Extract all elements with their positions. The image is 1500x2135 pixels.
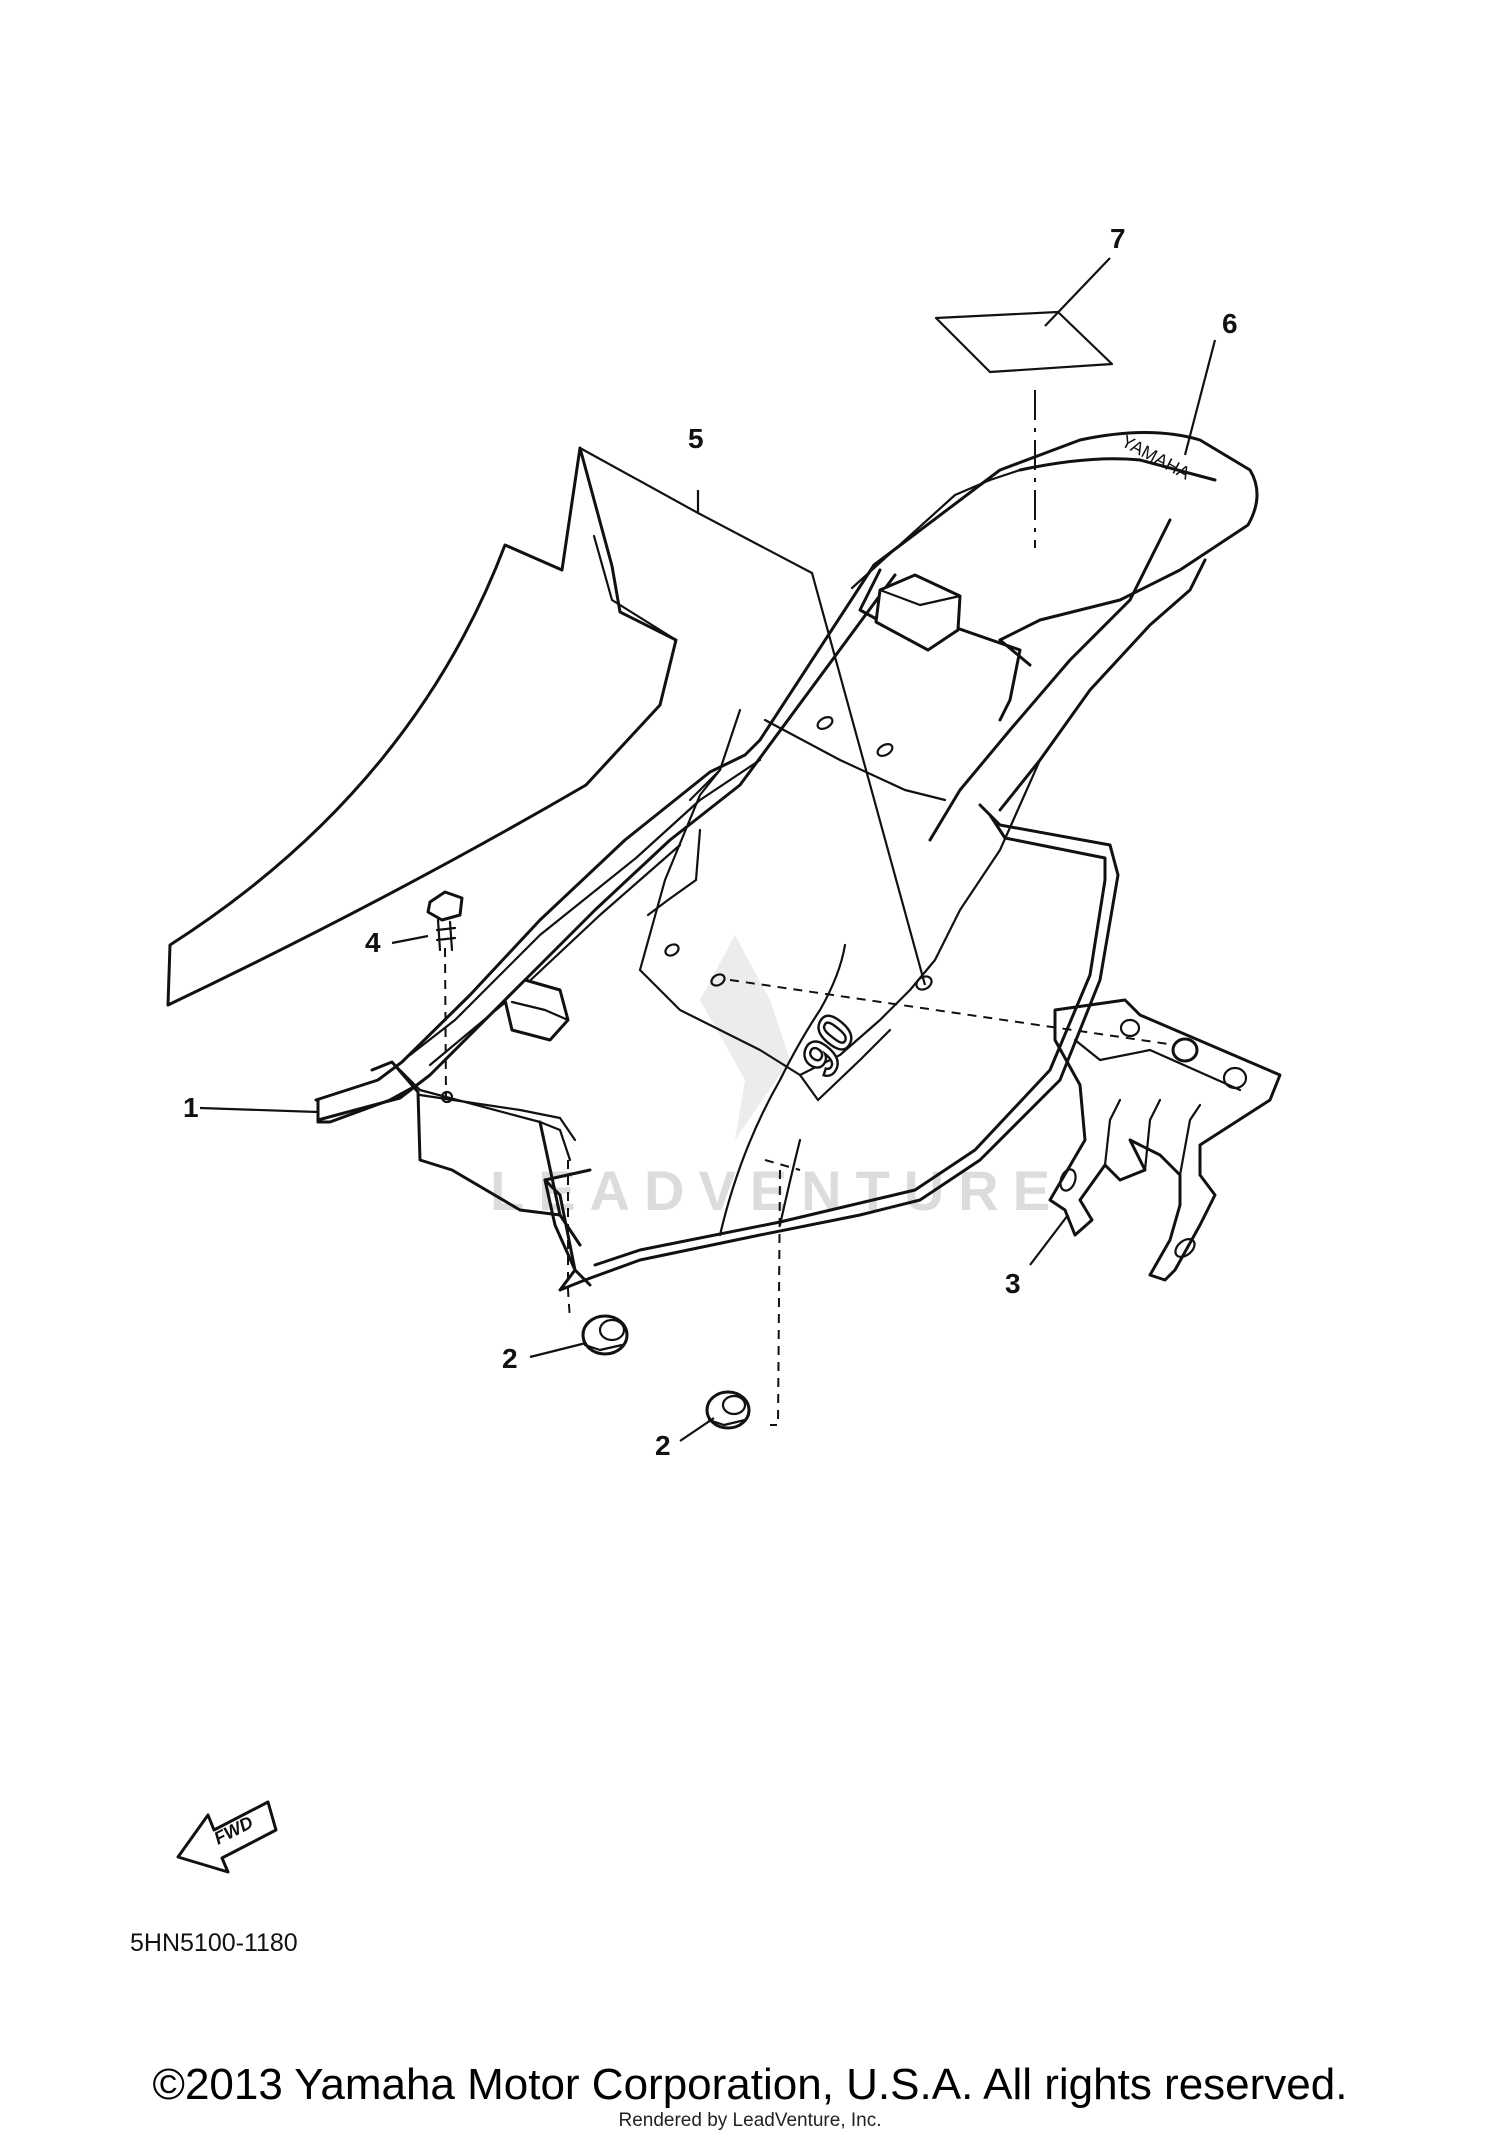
bolt-part-4[interactable] (426, 890, 464, 952)
callout-2-left: 2 (502, 1343, 518, 1374)
leader-lines (199, 257, 1217, 1442)
assembly-lines (444, 390, 1176, 1426)
callout-1: 1 (183, 1092, 199, 1123)
callout-6: 6 (1222, 308, 1238, 339)
watermark-text: LEADVENTURE (490, 1159, 1064, 1222)
callout-2-right: 2 (655, 1430, 671, 1461)
seat-part-5[interactable] (166, 446, 678, 1007)
diagram-code: 5HN5100-1180 (130, 1929, 298, 1957)
callout-7: 7 (1110, 223, 1126, 254)
seat-base-assembly[interactable] (314, 431, 1259, 1247)
bracket-part-3[interactable] (1048, 998, 1282, 1282)
callout-5: 5 (688, 423, 704, 454)
copyright-notice: ©2013 Yamaha Motor Corporation, U.S.A. A… (152, 2060, 1348, 2109)
fwd-arrow-icon: FWD (176, 1800, 278, 1874)
callout-3: 3 (1005, 1268, 1021, 1299)
yamaha-decal-text: YAMAHA (1118, 431, 1193, 484)
grommet-part-2-left[interactable] (581, 1314, 629, 1356)
callout-4: 4 (365, 927, 381, 958)
rendered-by-credit: Rendered by LeadVenture, Inc. (618, 2110, 882, 2131)
leadventure-watermark: LEADVENTURE (490, 935, 1064, 1222)
grommet-part-2-right[interactable] (705, 1390, 751, 1430)
label-sticker-part-7[interactable] (934, 310, 1114, 374)
